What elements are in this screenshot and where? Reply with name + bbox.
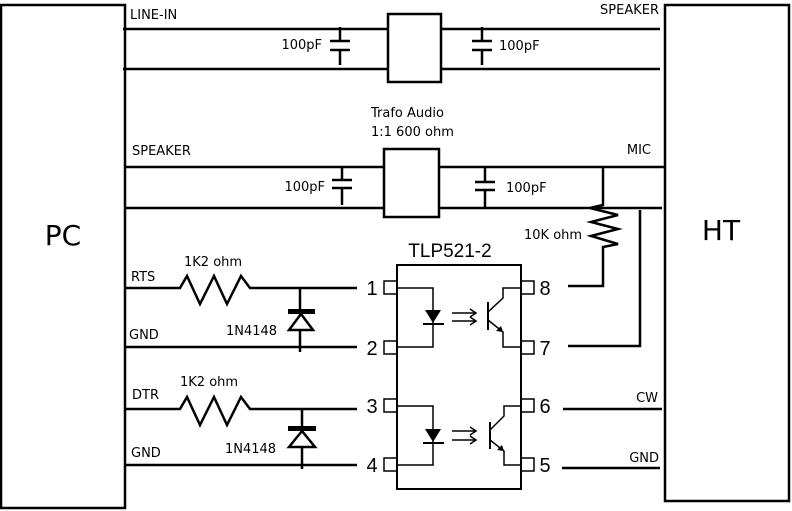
pin-3-number: 3 [366, 396, 377, 418]
pin-2-pad [383, 340, 398, 355]
capacitor-3 [332, 166, 352, 205]
ht-label: HT [702, 214, 741, 247]
optocoupler-label: TLP521-2 [408, 241, 491, 262]
pin-2-number: 2 [366, 338, 377, 360]
capacitor-3-label: 100pF [284, 180, 325, 195]
pin-6-number: 6 [539, 396, 550, 418]
resistor-dtr-label: 1K2 ohm [180, 375, 238, 390]
dtr-label: DTR [132, 388, 159, 403]
gnd-2-label: GND [131, 446, 161, 461]
led-1-icon [397, 287, 444, 348]
capacitor-1-label: 100pF [281, 38, 322, 53]
line-in-circuit: 100pF 100pF LINE-IN SPEAKER [123, 3, 660, 84]
cw-label: CW [636, 391, 658, 406]
pc-label: PC [45, 219, 81, 252]
speaker-pc-label: SPEAKER [132, 144, 191, 159]
diode-1-label: 1N4148 [226, 324, 277, 339]
transformer-audio [382, 147, 441, 219]
phototransistor-2-icon [489, 405, 521, 466]
capacitor-2-label: 100pF [499, 39, 540, 54]
pin-1-pad [383, 280, 398, 295]
pin-4-number: 4 [366, 455, 377, 477]
capacitor-2 [472, 27, 492, 65]
trafo-label-line2: 1:1 600 ohm [371, 125, 454, 140]
pin-7-pad [520, 340, 535, 355]
rts-label: RTS [131, 270, 155, 285]
pin-1-number: 1 [366, 278, 377, 300]
phototransistor-1-icon [487, 287, 521, 348]
pin-7-number: 7 [539, 338, 550, 360]
resistor-10k [568, 167, 623, 288]
trafo-label-line1: Trafo Audio [370, 106, 444, 121]
ht-block [663, 3, 791, 503]
pin-6-pad [520, 398, 535, 413]
diode-2-icon [286, 409, 318, 469]
light-arrows-1-icon [452, 308, 478, 326]
gnd-ht-label: GND [629, 451, 659, 466]
pin-8-number: 8 [539, 278, 550, 300]
speaker-ht-label: SPEAKER [600, 3, 659, 18]
light-arrows-2-icon [452, 426, 478, 445]
resistor-dtr [125, 394, 357, 428]
mic-label: MIC [627, 143, 651, 158]
pin-5-pad [520, 457, 535, 472]
pin-8-pad [520, 280, 535, 295]
optocoupler-chip [396, 264, 522, 490]
pin-3-pad [383, 398, 398, 413]
dtr-circuit: 1K2 ohm 1N4148 DTR GND [125, 375, 357, 469]
capacitor-1 [330, 27, 350, 65]
speaker-mic-circuit: Trafo Audio 1:1 600 ohm 100pF 100pF SPEA… [125, 106, 665, 219]
resistor-rts [125, 273, 357, 307]
capacitor-4 [475, 167, 495, 208]
pc-block [0, 3, 127, 510]
resistor-10k-label: 10K ohm [524, 228, 582, 243]
diode-1-icon [286, 288, 316, 352]
pin-5-number: 5 [539, 455, 550, 477]
line-in-label: LINE-IN [130, 8, 177, 23]
rts-circuit: 1K2 ohm 1N4148 RTS GND [125, 255, 357, 352]
led-2-icon [397, 405, 444, 466]
pin-4-pad [383, 457, 398, 472]
transformer-top [386, 12, 443, 84]
gnd-1-label: GND [129, 328, 159, 343]
wire-pin7 [568, 210, 642, 348]
diode-2-label: 1N4148 [225, 442, 276, 457]
resistor-rts-label: 1K2 ohm [184, 255, 242, 270]
capacitor-4-label: 100pF [506, 181, 547, 196]
